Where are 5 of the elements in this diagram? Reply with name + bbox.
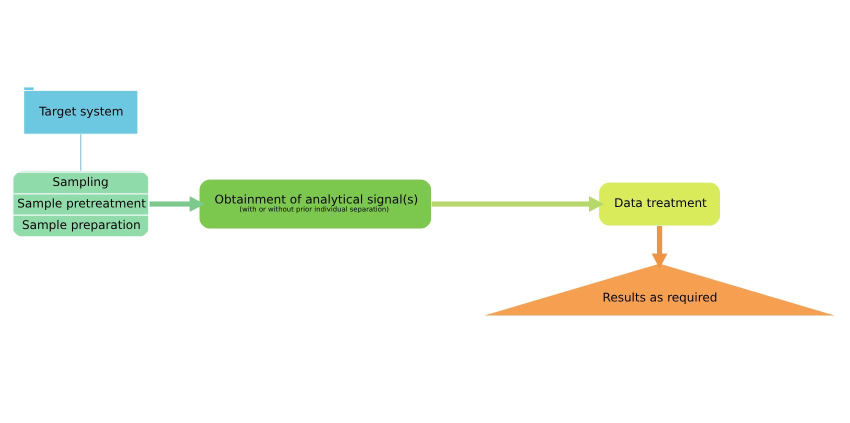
arrow [150,196,205,212]
connector [80,133,82,171]
arrow [432,196,604,212]
arrow [652,225,668,268]
node-box: Data treatment [598,181,721,226]
